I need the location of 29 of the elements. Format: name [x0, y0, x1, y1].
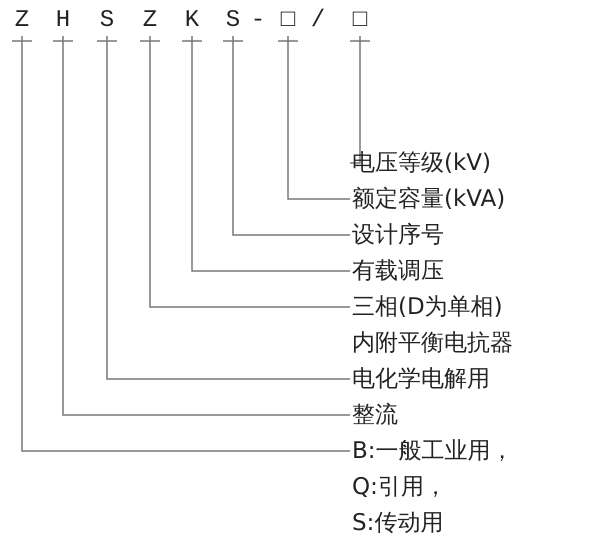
description-text: 三相(D为单相) [352, 289, 503, 325]
code-character: / [307, 6, 329, 36]
code-character: S [96, 6, 118, 36]
code-character: □ [277, 6, 299, 36]
description-text: 整流 [352, 397, 398, 433]
leader-line [21, 36, 350, 452]
leader-line [287, 36, 350, 200]
description-text: 电压等级(kV) [352, 145, 491, 181]
code-character: K [181, 6, 203, 36]
leader-line [191, 36, 350, 272]
code-character: H [52, 6, 74, 36]
leader-line [149, 36, 350, 308]
option-text: Q:引用， [352, 473, 448, 502]
code-character: - [247, 6, 269, 36]
option-text: B:一般工业用， [352, 437, 514, 466]
description-text: 有载调压 [352, 253, 444, 289]
code-character: □ [349, 6, 371, 36]
description-text: 设计序号 [352, 217, 444, 253]
description-text: 内附平衡电抗器 [352, 325, 513, 361]
option-text: S:传动用 [352, 509, 444, 538]
code-character: Z [11, 6, 33, 36]
code-character: Z [139, 6, 161, 36]
description-text: 额定容量(kVA) [352, 181, 506, 217]
leader-line [106, 36, 350, 380]
code-character: S [222, 6, 244, 36]
leader-line [350, 36, 361, 164]
description-text: 电化学电解用 [352, 361, 490, 397]
leader-line [232, 36, 350, 236]
leader-line [62, 36, 350, 416]
